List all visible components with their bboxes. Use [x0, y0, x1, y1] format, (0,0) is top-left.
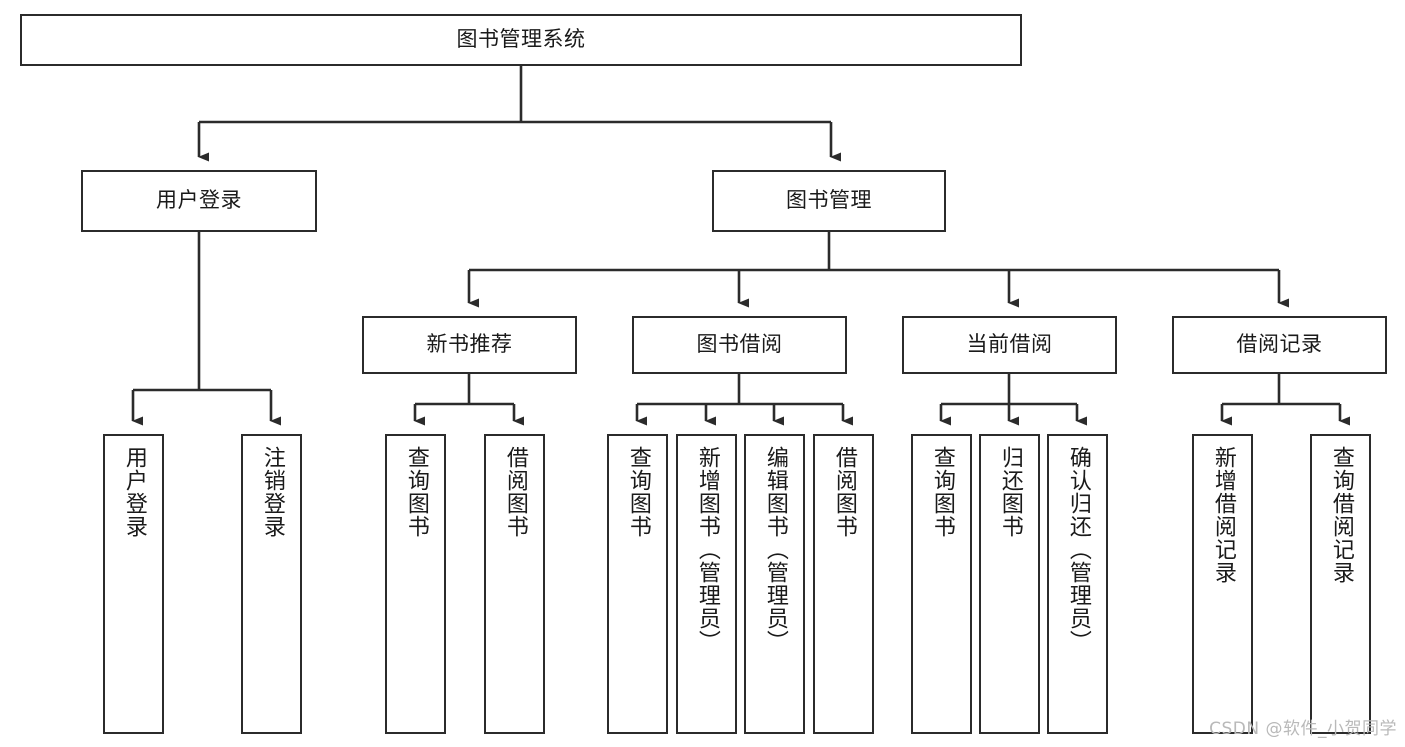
node-label: 借阅图书	[831, 446, 857, 538]
node-book-borrow[interactable]: 图书借阅	[632, 316, 847, 374]
node-label: 新书推荐	[426, 332, 513, 357]
leaf-book-borrow-query-book[interactable]: 查询图书	[607, 434, 668, 734]
node-label: 查询借阅记录	[1328, 446, 1354, 584]
node-label: 查询图书	[929, 446, 955, 538]
node-label: 注销登录	[259, 446, 285, 538]
node-label: 新增图书（管理员）	[694, 446, 720, 653]
node-label: 确认归还（管理员）	[1065, 446, 1091, 653]
node-label: 用户登录	[156, 188, 242, 213]
node-label: 当前借阅	[966, 332, 1053, 357]
node-label: 图书管理	[786, 188, 872, 213]
csdn-watermark: CSDN @软件_小贺同学	[1209, 719, 1397, 739]
leaf-book-borrow-add-book-admin[interactable]: 新增图书（管理员）	[676, 434, 737, 734]
node-label: 用户登录	[121, 446, 147, 538]
leaf-borrow-record-add-record[interactable]: 新增借阅记录	[1192, 434, 1253, 734]
leaf-current-borrow-query-book[interactable]: 查询图书	[911, 434, 972, 734]
leaf-current-borrow-return-book[interactable]: 归还图书	[979, 434, 1040, 734]
leaf-current-borrow-confirm-return-admin[interactable]: 确认归还（管理员）	[1047, 434, 1108, 734]
leaf-user-login-login[interactable]: 用户登录	[103, 434, 164, 734]
node-label: 图书管理系统	[456, 27, 586, 52]
leaf-book-borrow-edit-book-admin[interactable]: 编辑图书（管理员）	[744, 434, 805, 734]
leaf-borrow-record-query-record[interactable]: 查询借阅记录	[1310, 434, 1371, 734]
node-label: 编辑图书（管理员）	[762, 446, 788, 653]
node-book-management[interactable]: 图书管理	[712, 170, 946, 232]
node-label: 新增借阅记录	[1210, 446, 1236, 584]
node-user-login[interactable]: 用户登录	[81, 170, 317, 232]
node-current-borrow[interactable]: 当前借阅	[902, 316, 1117, 374]
node-label: 归还图书	[997, 446, 1023, 538]
leaf-new-book-borrow-book[interactable]: 借阅图书	[484, 434, 545, 734]
node-root-book-management-system[interactable]: 图书管理系统	[20, 14, 1022, 66]
node-borrow-record[interactable]: 借阅记录	[1172, 316, 1387, 374]
node-label: 查询图书	[625, 446, 651, 538]
node-label: 图书借阅	[696, 332, 783, 357]
node-new-book-recommend[interactable]: 新书推荐	[362, 316, 577, 374]
node-label: 查询图书	[403, 446, 429, 538]
node-label: 借阅图书	[502, 446, 528, 538]
node-label: 借阅记录	[1236, 332, 1323, 357]
leaf-new-book-query-book[interactable]: 查询图书	[385, 434, 446, 734]
leaf-user-login-logout[interactable]: 注销登录	[241, 434, 302, 734]
leaf-book-borrow-borrow-book[interactable]: 借阅图书	[813, 434, 874, 734]
